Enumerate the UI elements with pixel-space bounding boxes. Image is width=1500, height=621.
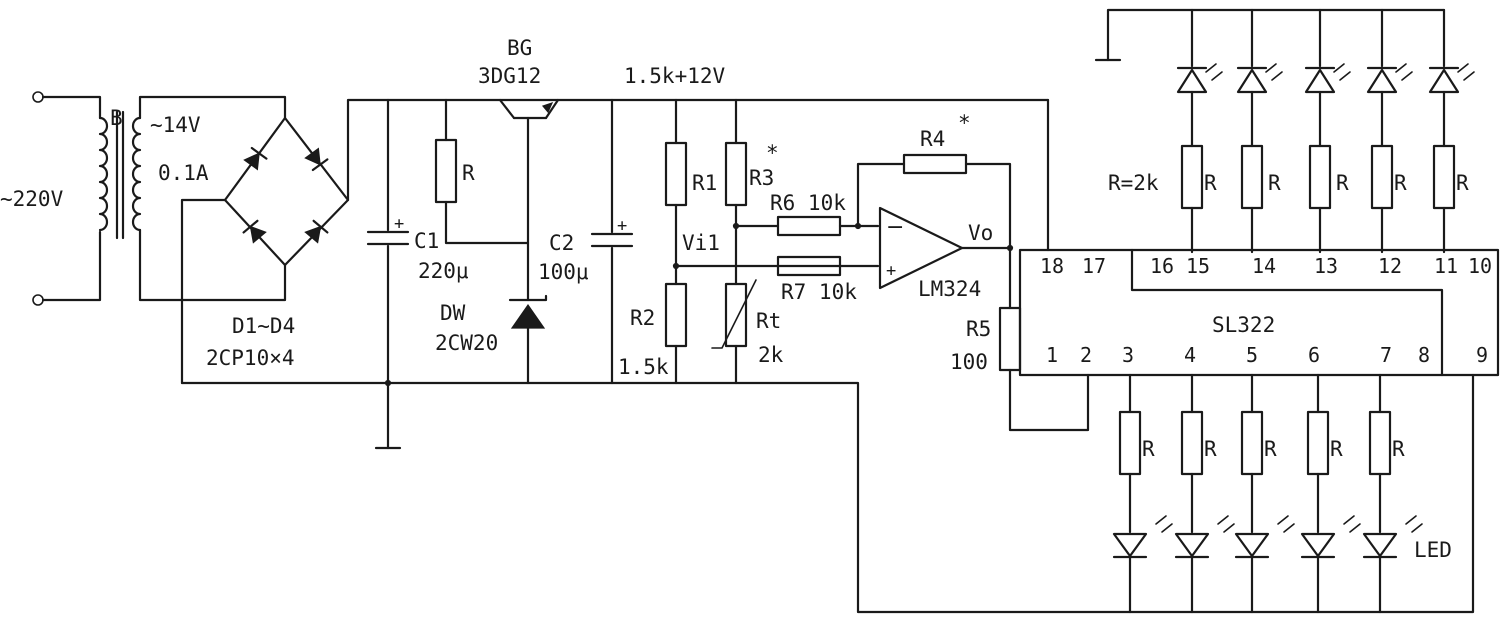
top-column-4: R: [1366, 8, 1413, 254]
r5-value-label: 100: [950, 350, 988, 374]
divider-r3-rt: R3 * Rt 2k: [711, 98, 784, 385]
bottom-column-2: R: [1174, 373, 1235, 614]
r7-label: R7 10k: [781, 280, 857, 304]
bottom-column-5: R: [1362, 373, 1423, 614]
ic-pin-1: 1: [1046, 343, 1058, 367]
r2-value-label: 1.5k: [618, 355, 669, 379]
top-resistor-1-label: R: [1204, 171, 1217, 195]
r3-star-label: *: [766, 141, 779, 165]
top-column-5: R: [1428, 8, 1475, 254]
ic-name-label: SL322: [1212, 313, 1275, 337]
ic-pin-18: 18: [1040, 254, 1064, 278]
r2-label: R2: [630, 306, 655, 330]
c1-name-label: C1: [414, 229, 439, 253]
vo-label: Vo: [968, 221, 993, 245]
resistor-r-base: R: [434, 98, 530, 245]
ic-pin-15: 15: [1186, 254, 1210, 278]
bottom-column-4: R: [1300, 373, 1361, 614]
transistor-bg: BG 3DG12: [478, 36, 560, 302]
ic-pin-12: 12: [1378, 254, 1402, 278]
capacitor-c1: + C1 220μ: [366, 98, 469, 450]
ic-pin-11: 11: [1434, 254, 1458, 278]
secondary-voltage-label: ~14V: [150, 113, 201, 137]
ic-pin-9: 9: [1476, 343, 1488, 367]
transistor-part-label: 3DG12: [478, 64, 541, 88]
transformer: B ~14V 0.1A: [98, 95, 287, 302]
resistor-r7: R7 10k: [776, 255, 857, 304]
mains-label: ~220V: [0, 187, 64, 211]
r1-label: R1: [692, 171, 717, 195]
top-resistor-2-label: R: [1268, 171, 1281, 195]
resistor-r4: R4 *: [854, 111, 1012, 250]
bridge-part-label: 2CP10×4: [206, 346, 295, 370]
secondary-current-label: 0.1A: [158, 161, 209, 185]
zener-dw: DW 2CW20: [435, 294, 548, 385]
bottom-resistor-4-label: R: [1330, 437, 1343, 461]
top-column-3: R: [1304, 8, 1351, 254]
ic-pin-5: 5: [1246, 343, 1258, 367]
resistor-r6: R6 10k: [770, 191, 880, 237]
r4-label: R4: [920, 127, 945, 151]
transistor-name-label: BG: [507, 36, 532, 60]
top-resistor-4-label: R: [1394, 171, 1407, 195]
ic-pin-7: 7: [1380, 343, 1392, 367]
top-resistor-3-label: R: [1336, 171, 1349, 195]
led-label: LED: [1414, 538, 1452, 562]
bottom-resistor-3-label: R: [1264, 437, 1277, 461]
c2-value-label: 100μ: [538, 260, 589, 284]
rt-label: Rt: [756, 309, 781, 333]
transformer-label: B: [110, 106, 123, 130]
ic-pin-3: 3: [1122, 343, 1134, 367]
opamp-plus-label: +: [886, 261, 896, 281]
ic-sl322: SL322 18 17 16 15 14 13 12 11 10 1 2 3 4…: [1018, 98, 1500, 377]
ic-pin-2: 2: [1080, 343, 1092, 367]
capacitor-c2: + C2 100μ: [538, 98, 634, 385]
ground-rail: [180, 373, 1475, 614]
top-resistor-5-label: R: [1456, 171, 1469, 195]
c2-name-label: C2: [549, 231, 574, 255]
ic-pin-16: 16: [1150, 254, 1174, 278]
ic-pin-13: 13: [1314, 254, 1338, 278]
c1-value-label: 220μ: [418, 259, 469, 283]
bottom-column-1: R: [1112, 373, 1173, 614]
r4-star-label: *: [958, 111, 971, 135]
zener-name-label: DW: [440, 301, 466, 325]
rt-value-label: 2k: [758, 343, 784, 367]
bridge-name-label: D1~D4: [232, 314, 295, 338]
zener-part-label: 2CW20: [435, 331, 498, 355]
ic-pin-17: 17: [1082, 254, 1106, 278]
resistor-r5: R5 100: [950, 246, 1090, 432]
bottom-column-3: R: [1234, 373, 1295, 614]
opamp-lm324: − + Vo LM324: [878, 206, 1014, 301]
opamp-minus-label: −: [886, 215, 904, 240]
svg-text:+: +: [394, 214, 404, 234]
ic-pin-4: 4: [1184, 343, 1196, 367]
bottom-resistor-2-label: R: [1204, 437, 1217, 461]
top-led-bank: R=2k: [1094, 8, 1446, 195]
r-base-label: R: [462, 161, 475, 185]
ic-pin-8: 8: [1418, 343, 1430, 367]
top-column-2: R: [1236, 8, 1283, 254]
ic-pin-10: 10: [1468, 254, 1492, 278]
bottom-resistor-5-label: R: [1392, 437, 1405, 461]
supply-label: 1.5k+12V: [624, 64, 726, 88]
opamp-part-label: LM324: [918, 277, 981, 301]
bridge-rectifier: D1~D4 2CP10×4: [180, 98, 1050, 385]
top-column-1: R: [1176, 8, 1223, 254]
ic-pin-6: 6: [1308, 343, 1320, 367]
vi1-label: Vi1: [682, 231, 720, 255]
divider-r1-r2: R1 R2 1.5k Vi1: [618, 98, 880, 385]
ic-pin-14: 14: [1252, 254, 1276, 278]
r-top-note-label: R=2k: [1108, 171, 1159, 195]
bottom-resistor-1-label: R: [1142, 437, 1155, 461]
r3-label: R3: [749, 166, 774, 190]
mains-input: ~220V: [0, 91, 102, 306]
svg-text:+: +: [617, 216, 627, 236]
r6-label: R6 10k: [770, 191, 846, 215]
r5-label: R5: [966, 317, 991, 341]
